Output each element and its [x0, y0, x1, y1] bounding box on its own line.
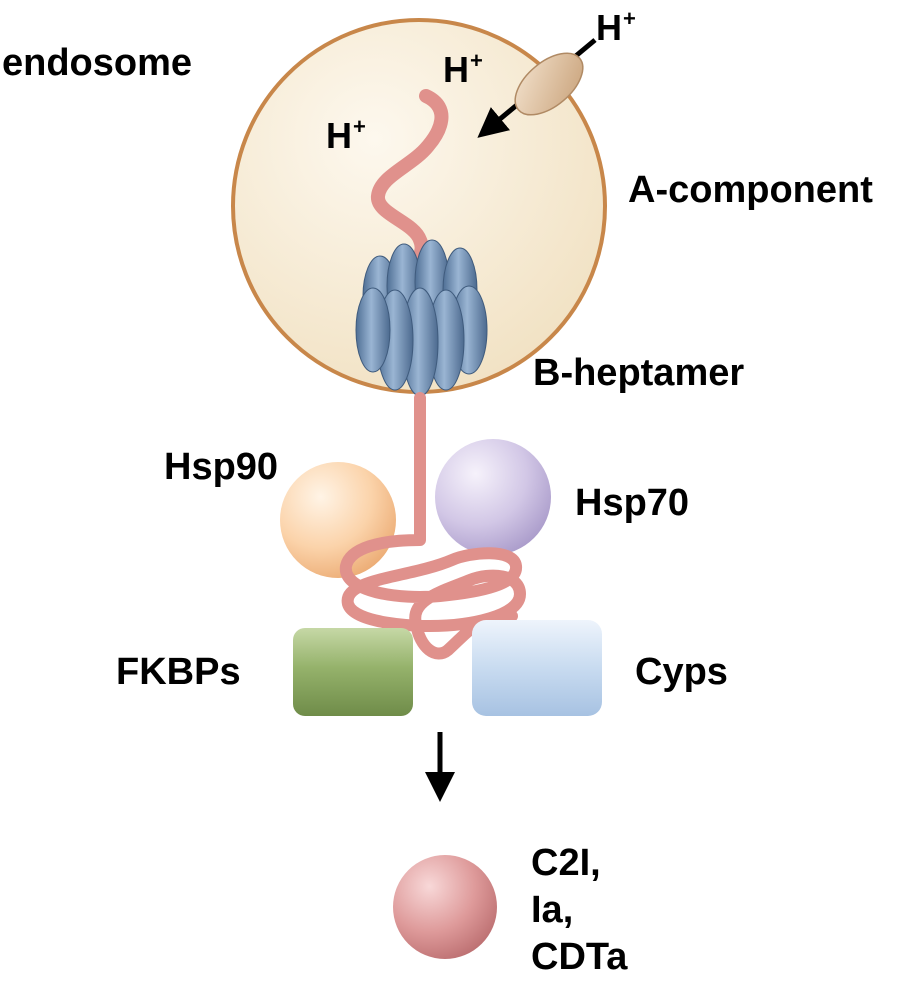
proton-charge: + [623, 6, 636, 31]
proton-pump [477, 38, 597, 138]
proton-label-inside-left: H+ [326, 116, 366, 154]
cyps-box [472, 620, 602, 716]
proton-symbol: H [326, 115, 352, 156]
a-component-label: A-component [628, 169, 873, 211]
hsp70-label: Hsp70 [575, 482, 690, 524]
fkbps-box [293, 628, 413, 716]
b-heptamer-pore [355, 239, 488, 397]
proton-label-outside: H+ [596, 8, 636, 46]
hsp90-chaperone [280, 462, 396, 578]
refolded-enzyme-domain [393, 855, 497, 959]
proton-charge: + [353, 114, 366, 139]
toxin-name-c2i: C2I, [531, 842, 601, 884]
hsp90-label: Hsp90 [164, 446, 279, 488]
proton-label-inside-top: H+ [443, 50, 483, 88]
hsp70-chaperone [435, 439, 551, 555]
translocated-polypeptide-chain [339, 392, 526, 660]
toxin-name-cdta: CDTa [531, 936, 628, 978]
b-heptamer-label: B-heptamer [533, 352, 745, 394]
cyps-label: Cyps [635, 651, 728, 693]
endosome-label: endosome [2, 42, 193, 84]
proton-symbol: H [443, 49, 469, 90]
fkbps-label: FKBPs [116, 651, 241, 693]
proton-charge: + [470, 48, 483, 73]
toxin-name-ia: Ia, [531, 889, 574, 931]
toxin-names-label: C2I, Ia, CDTa [531, 840, 627, 981]
proton-symbol: H [596, 7, 622, 48]
